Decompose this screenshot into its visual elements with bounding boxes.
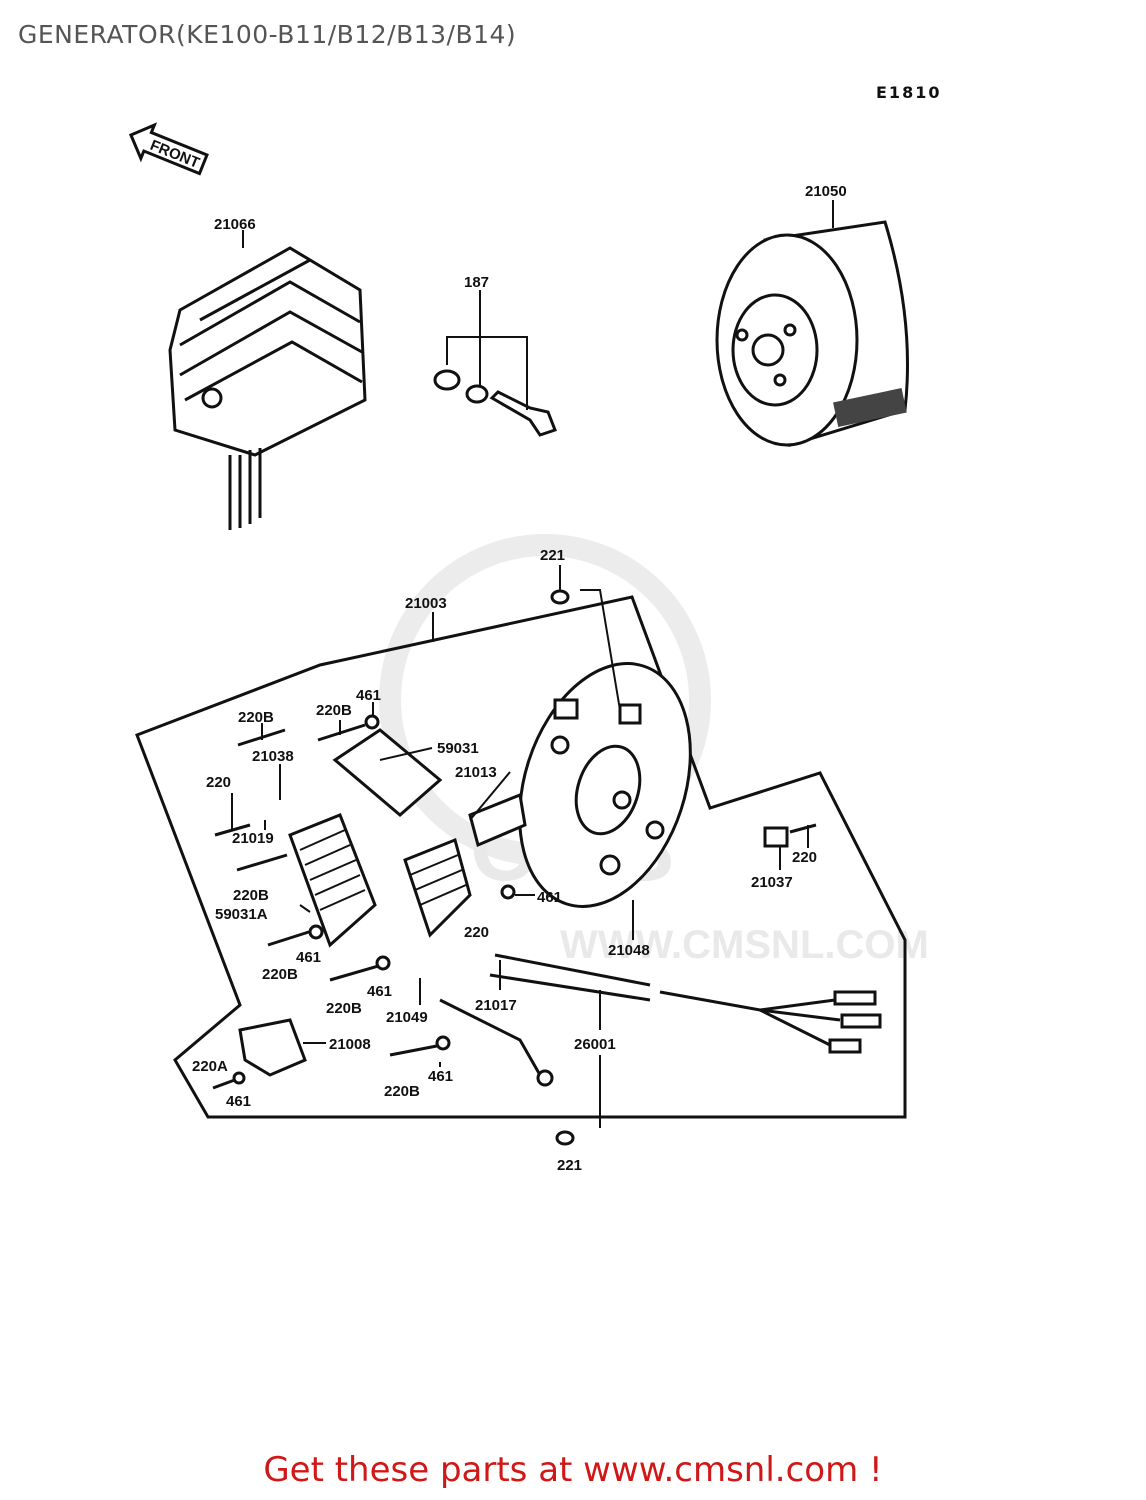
stator-base-plate (518, 662, 692, 908)
part-label-59031A: 59031A (215, 906, 268, 923)
regulator-rectifier (168, 246, 367, 530)
part-label-220: 220 (792, 849, 817, 866)
part-label-26001: 26001 (574, 1036, 616, 1053)
wire-harness (439, 953, 882, 1087)
part-label-21013: 21013 (455, 764, 497, 781)
part-label-21003: 21003 (405, 595, 447, 612)
pulser-coil (238, 1018, 307, 1077)
condenser (468, 792, 527, 848)
part-label-220B: 220B (233, 887, 269, 904)
part-label-21037: 21037 (751, 874, 793, 891)
part-label-220B: 220B (262, 966, 298, 983)
page-title: GENERATOR(KE100-B11/B12/B13/B14) (18, 20, 517, 49)
part-labels: 21066 187 21050 221 21003 220B 220B 461 … (192, 183, 847, 1174)
part-label-461: 461 (537, 889, 562, 906)
exploded-parts-diagram: CMS WWW.CMSNL.COM FRONT (128, 122, 929, 1174)
footer-promo-link[interactable]: Get these parts at www.cmsnl.com ! (0, 1450, 1146, 1490)
part-label-21049: 21049 (386, 1009, 428, 1026)
lighting-coil (288, 813, 377, 948)
part-label-21050: 21050 (805, 183, 847, 200)
front-arrow-icon: FRONT (128, 122, 209, 176)
part-label-461: 461 (428, 1068, 453, 1085)
part-label-21008: 21008 (329, 1036, 371, 1053)
part-label-220A: 220A (192, 1058, 228, 1075)
charging-coil (332, 728, 472, 938)
footer-text: Get these parts at www.cmsnl.com ! (263, 1450, 883, 1490)
watermark-site-text: WWW.CMSNL.COM (560, 923, 929, 967)
part-label-187: 187 (464, 274, 489, 291)
part-label-220B: 220B (238, 709, 274, 726)
part-label-461: 461 (226, 1093, 251, 1110)
part-label-21019: 21019 (232, 830, 274, 847)
part-label-461: 461 (356, 687, 381, 704)
part-label-220B: 220B (326, 1000, 362, 1017)
part-label-220B: 220B (384, 1083, 420, 1100)
part-label-21066: 21066 (214, 216, 256, 233)
part-label-461: 461 (296, 949, 321, 966)
part-label-21038: 21038 (252, 748, 294, 765)
part-label-220: 220 (206, 774, 231, 791)
part-label-221-top: 221 (540, 547, 565, 564)
part-label-21048: 21048 (608, 942, 650, 959)
part-label-220: 220 (464, 924, 489, 941)
leader-lines (231, 565, 809, 1128)
part-label-220B: 220B (316, 702, 352, 719)
stator-assembly-outline (135, 595, 907, 1119)
flywheel-rotor (715, 220, 909, 447)
part-label-59031: 59031 (437, 740, 479, 757)
part-label-21017: 21017 (475, 997, 517, 1014)
part-label-461: 461 (367, 983, 392, 1000)
bolt-washer-set (433, 369, 557, 437)
part-label-221-bottom: 221 (557, 1157, 582, 1174)
diagram-reference-code: E1810 (876, 83, 942, 102)
bolts-and-washers (212, 589, 817, 1146)
